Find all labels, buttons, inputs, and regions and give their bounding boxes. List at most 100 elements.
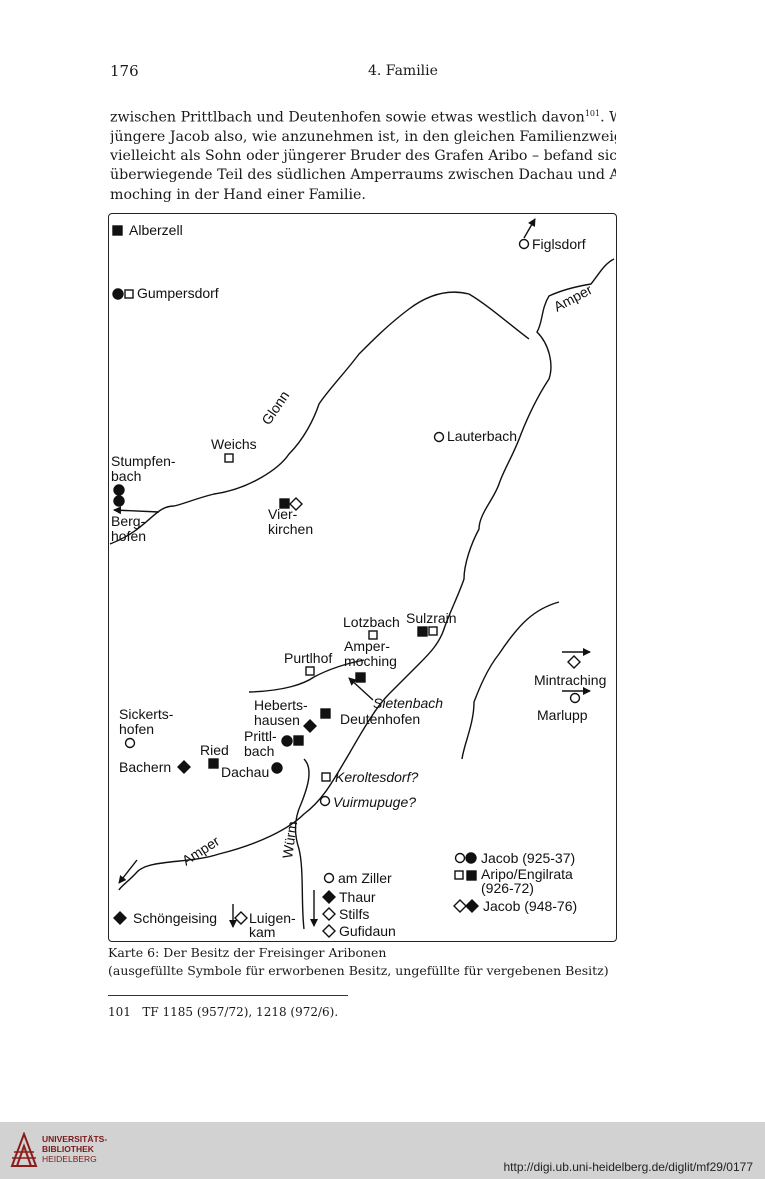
- body-line-4: überwiegende Teil des südlichen Amperrau…: [110, 167, 616, 184]
- filled-circle-symbol: [112, 288, 124, 300]
- book-page: 176 4. Familie zwischen Prittlbach und D…: [108, 62, 617, 1019]
- source-url-link[interactable]: http://digi.ub.uni-heidelberg.de/diglit/…: [503, 1160, 753, 1174]
- place-luigenkam-1: Luigen-: [249, 910, 296, 926]
- place-am-ziller: am Ziller: [338, 870, 392, 886]
- filled-diamond-symbol: [322, 890, 336, 904]
- place-deutenhofen: Deutenhofen: [340, 711, 420, 727]
- open-circle-symbol: [518, 238, 530, 250]
- place-ampermoching-1: Amper-: [344, 638, 390, 654]
- river-label-wuerm: Würm: [279, 820, 300, 859]
- legend-filled-square: [466, 870, 477, 881]
- filled-square-symbol: [279, 498, 290, 509]
- place-bachern: Bachern: [119, 759, 171, 775]
- filled-circle-symbol: [113, 484, 125, 496]
- open-square-symbol: [124, 289, 134, 299]
- place-keroltesdorf: Keroltesdorf?: [335, 769, 418, 785]
- map-drawing: Amper Glonn Amper Würm: [109, 218, 615, 940]
- place-dachau: Dachau: [221, 764, 269, 780]
- library-name: UNIVERSITÄTS- BIBLIOTHEK HEIDELBERG: [42, 1134, 108, 1164]
- place-lotzbach: Lotzbach: [343, 614, 400, 630]
- filled-circle-symbol: [113, 495, 125, 507]
- open-square-symbol: [224, 453, 234, 463]
- river-label-glonn: Glonn: [258, 388, 292, 428]
- place-sickertshofen-2: hofen: [119, 721, 154, 737]
- place-berghofen-1: Berg-: [111, 513, 146, 529]
- legend-filled-circle: [465, 852, 477, 864]
- place-ampermoching-2: moching: [344, 653, 397, 669]
- river-label-amper-north: Amper: [551, 281, 595, 315]
- place-sulzrain: Sulzrain: [406, 610, 457, 626]
- body-line-1: zwischen Prittlbach und Deutenhofen sowi…: [110, 109, 616, 126]
- filled-circle-symbol: [281, 735, 293, 747]
- glonn-river-line: [109, 291, 530, 545]
- place-vierkirchen-2: kirchen: [268, 521, 313, 537]
- legend-open-circle: [454, 852, 466, 864]
- body-line-3: vielleicht als Sohn oder jüngerer Bruder…: [110, 148, 616, 165]
- open-square-symbol: [368, 630, 378, 640]
- open-diamond-symbol: [322, 924, 336, 938]
- river-label-amper-south: Amper: [179, 832, 223, 868]
- place-schoengeising: Schöngeising: [133, 910, 217, 926]
- place-luigenkam-2: kam: [249, 924, 275, 940]
- place-weichs: Weichs: [211, 436, 257, 452]
- filled-square-symbol: [355, 672, 366, 683]
- filled-diamond-symbol: [177, 760, 191, 774]
- body-line-5: moching in der Hand einer Familie.: [110, 186, 366, 203]
- body-paragraph: zwischen Prittlbach und Deutenhofen sowi…: [110, 104, 616, 205]
- place-marlupp: Marlupp: [537, 707, 588, 723]
- place-vierkirchen-1: Vier-: [268, 506, 298, 522]
- place-purtlhof: Purtlhof: [284, 650, 332, 666]
- wuerm-river-line: [294, 758, 310, 930]
- filled-square-symbol: [112, 225, 123, 236]
- place-vuirmupuge: Vuirmupuge?: [333, 794, 416, 810]
- place-thaur: Thaur: [339, 889, 376, 905]
- place-mintraching: Mintraching: [534, 672, 606, 688]
- place-berghofen-2: hofen: [111, 528, 146, 544]
- open-circle-symbol: [569, 692, 581, 704]
- filled-square-symbol: [293, 735, 304, 746]
- filled-diamond-symbol: [303, 719, 317, 733]
- caption-line-1: Karte 6: Der Besitz der Freisinger Aribo…: [108, 945, 387, 960]
- body-line-2: jüngere Jacob also, wie anzunehmen ist, …: [110, 128, 616, 145]
- place-alberzell: Alberzell: [129, 222, 183, 238]
- schoengeising-arrow: [118, 859, 138, 884]
- sietenbach-arrow: [348, 677, 374, 701]
- legend-open-diamond: [453, 899, 467, 913]
- figlsdorf-arrow: [523, 218, 536, 239]
- place-prittlbach-1: Prittl-: [244, 728, 277, 744]
- footer-bar: [0, 1122, 765, 1179]
- place-stumpfenbach-1: Stumpfen-: [111, 453, 176, 469]
- caption-line-2: (ausgefüllte Symbole für erworbenen Besi…: [108, 963, 609, 978]
- open-square-symbol: [428, 626, 438, 636]
- place-ried: Ried: [200, 742, 229, 758]
- open-diamond-symbol: [322, 907, 336, 921]
- legend-aripo-2: (926-72): [481, 880, 534, 896]
- place-gufidaun: Gufidaun: [339, 923, 396, 939]
- place-figlsdorf: Figlsdorf: [532, 236, 586, 252]
- footnote-marker[interactable]: 101: [584, 109, 601, 118]
- place-stumpfenbach-2: bach: [111, 468, 141, 484]
- legend-open-square: [454, 870, 464, 880]
- legend-jacob-948: Jacob (948-76): [483, 898, 577, 914]
- filled-square-symbol: [417, 626, 428, 637]
- place-stilfs: Stilfs: [339, 906, 369, 922]
- footnote-101: 101 TF 1185 (957/72), 1218 (972/6).: [108, 1005, 339, 1019]
- library-logo-icon[interactable]: [10, 1132, 38, 1168]
- place-sietenbach: Sietenbach: [373, 695, 443, 711]
- open-diamond-symbol: [234, 911, 248, 925]
- filled-diamond-symbol: [113, 911, 127, 925]
- open-circle-symbol: [319, 795, 331, 807]
- open-square-symbol: [305, 666, 315, 676]
- open-square-symbol: [321, 772, 331, 782]
- figure-caption: Karte 6: Der Besitz der Freisinger Aribo…: [108, 944, 609, 980]
- filled-square-symbol: [320, 708, 331, 719]
- amper-river-line: [118, 258, 615, 891]
- open-circle-symbol: [433, 431, 445, 443]
- footnote-divider: [108, 995, 348, 996]
- legend-jacob-925: Jacob (925-37): [481, 850, 575, 866]
- open-diamond-symbol: [567, 655, 581, 669]
- running-header: 4. Familie: [368, 63, 438, 79]
- open-circle-symbol: [124, 737, 136, 749]
- place-gumpersdorf: Gumpersdorf: [137, 285, 219, 301]
- legend-filled-diamond: [465, 899, 479, 913]
